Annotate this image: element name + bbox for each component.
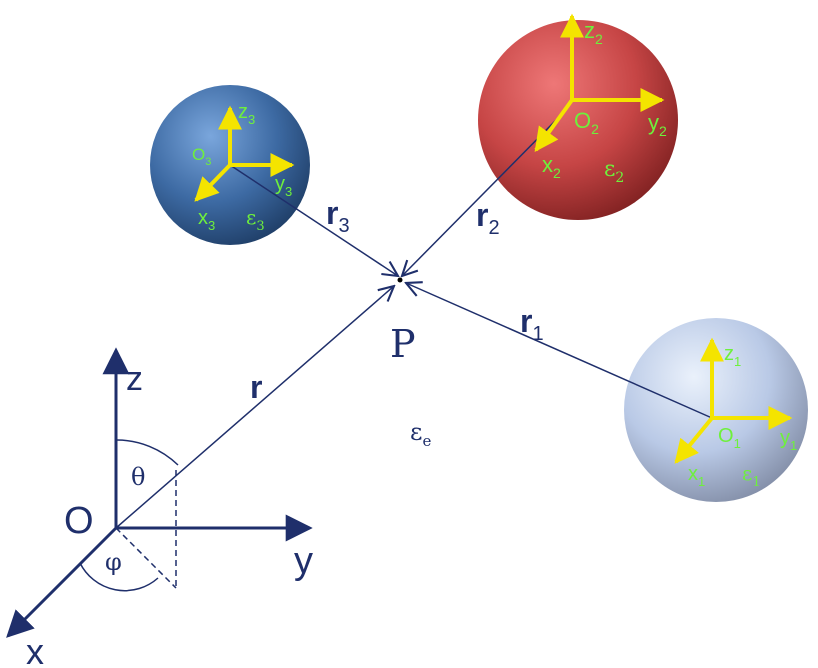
sphere2-z-label: z2	[584, 18, 603, 47]
sphere-2	[478, 20, 678, 220]
sphere3-y-label: y3	[275, 173, 292, 199]
theta-label: θ	[131, 463, 145, 491]
projection-ground	[115, 527, 177, 589]
vector-r	[115, 286, 394, 529]
sphere3-z-label: z3	[238, 101, 255, 127]
vector-r3	[229, 164, 398, 276]
sphere3-x-label: x3	[198, 207, 215, 233]
sphere-1	[624, 318, 808, 502]
vector-r1-label: r1	[520, 303, 544, 345]
vector-r3-label: r3	[326, 195, 350, 237]
sphere2-eps-label: ε2	[604, 157, 624, 186]
global-z-label: z	[126, 360, 143, 398]
origin-label: O	[64, 500, 94, 542]
point-p	[397, 277, 403, 283]
local-axes-1	[674, 337, 793, 464]
global-x-axis	[6, 526, 118, 638]
local-axes-2	[534, 13, 665, 152]
medium-epsilon-label: εe	[410, 418, 431, 450]
vector-r1	[406, 283, 713, 419]
theta-arc	[115, 439, 179, 466]
point-p-label: P	[390, 322, 416, 366]
sphere1-z-label: z1	[724, 343, 741, 369]
sphere1-x-label: x1	[688, 463, 705, 489]
phi-arc	[79, 562, 159, 592]
sphere2-y-label: y2	[648, 110, 667, 139]
sphere1-y-label: y1	[780, 427, 797, 453]
vector-r2-label: r2	[476, 197, 500, 239]
sphere1-eps-label: ε1	[742, 461, 761, 490]
global-y-label: y	[294, 540, 313, 582]
sphere3-eps-label: ε3	[246, 205, 265, 234]
sphere2-origin-label: O2	[574, 108, 599, 137]
local-axes-3	[194, 105, 295, 202]
sphere3-origin-label: O3	[192, 145, 211, 168]
vector-r-label: r	[250, 369, 262, 405]
sphere1-origin-label: O1	[718, 425, 741, 451]
global-x-label: x	[26, 631, 44, 668]
phi-label: φ	[105, 548, 122, 576]
sphere2-x-label: x2	[542, 152, 561, 181]
